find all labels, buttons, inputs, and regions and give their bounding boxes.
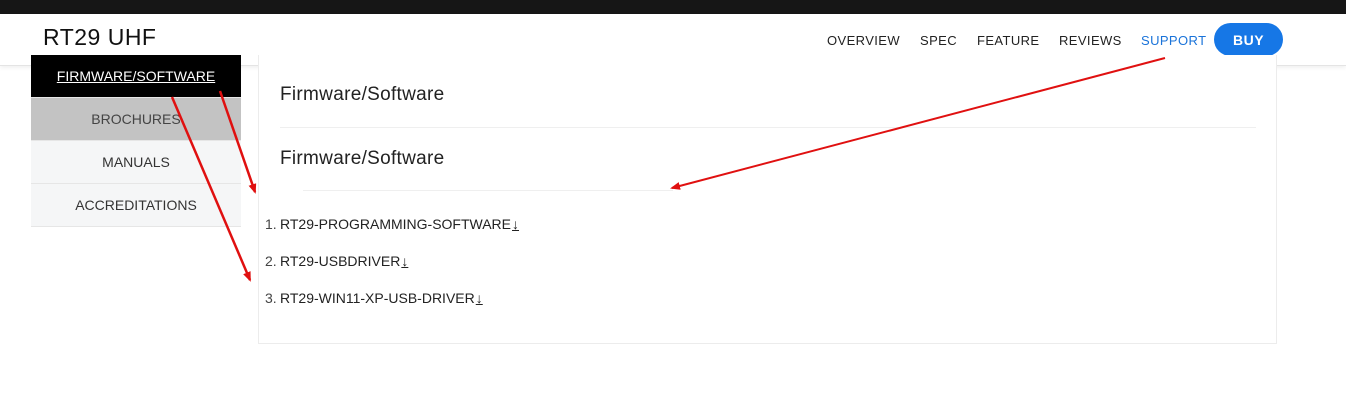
- download-link-win11-xp-usb-driver[interactable]: RT29-WIN11-XP-USB-DRIVER↓: [280, 290, 483, 306]
- nav-spec[interactable]: SPEC: [920, 33, 958, 48]
- nav-reviews[interactable]: REVIEWS: [1059, 33, 1122, 48]
- nav-feature[interactable]: FEATURE: [977, 33, 1040, 48]
- section-divider: [280, 127, 1256, 128]
- download-link-programming-software[interactable]: RT29-PROGRAMMING-SOFTWARE↓: [280, 216, 519, 232]
- sidebar-item-label: MANUALS: [102, 154, 170, 170]
- content-panel: Firmware/Software Firmware/Software 1. R…: [258, 55, 1277, 344]
- sidebar-item-label: ACCREDITATIONS: [75, 197, 197, 213]
- download-name: RT29-USBDRIVER: [280, 252, 401, 269]
- subsection-divider: [303, 190, 673, 191]
- section-title: Firmware/Software: [280, 84, 445, 105]
- download-list: 1. RT29-PROGRAMMING-SOFTWARE↓ 2. RT29-US…: [265, 205, 519, 316]
- list-item: 3. RT29-WIN11-XP-USB-DRIVER↓: [265, 279, 519, 316]
- download-name: RT29-PROGRAMMING-SOFTWARE: [280, 215, 512, 232]
- sidebar-item-label: FIRMWARE/SOFTWARE: [56, 68, 216, 84]
- support-sidebar: FIRMWARE/SOFTWARE BROCHURES MANUALS ACCR…: [31, 55, 241, 227]
- sidebar-item-firmware-software[interactable]: FIRMWARE/SOFTWARE: [31, 55, 241, 98]
- list-number: 2.: [265, 252, 277, 269]
- sidebar-item-accreditations[interactable]: ACCREDITATIONS: [31, 184, 241, 227]
- download-name: RT29-WIN11-XP-USB-DRIVER: [280, 289, 475, 306]
- sidebar-item-label: BROCHURES: [91, 111, 181, 127]
- nav-overview[interactable]: OVERVIEW: [827, 33, 901, 48]
- download-icon[interactable]: ↓: [475, 289, 483, 306]
- browser-top-bar: [0, 0, 1346, 14]
- subsection-title: Firmware/Software: [280, 148, 445, 169]
- download-icon[interactable]: ↓: [512, 215, 520, 232]
- download-link-usbdriver[interactable]: RT29-USBDRIVER↓: [280, 253, 408, 269]
- product-title: RT29 UHF: [43, 24, 157, 50]
- list-number: 1.: [265, 215, 277, 232]
- list-item: 2. RT29-USBDRIVER↓: [265, 242, 519, 279]
- list-number: 3.: [265, 289, 277, 306]
- sidebar-item-manuals[interactable]: MANUALS: [31, 141, 241, 184]
- buy-button[interactable]: BUY: [1214, 23, 1283, 56]
- list-item: 1. RT29-PROGRAMMING-SOFTWARE↓: [265, 205, 519, 242]
- nav-support[interactable]: SUPPORT: [1141, 33, 1207, 48]
- sidebar-item-brochures[interactable]: BROCHURES: [31, 98, 241, 141]
- download-icon[interactable]: ↓: [401, 252, 409, 269]
